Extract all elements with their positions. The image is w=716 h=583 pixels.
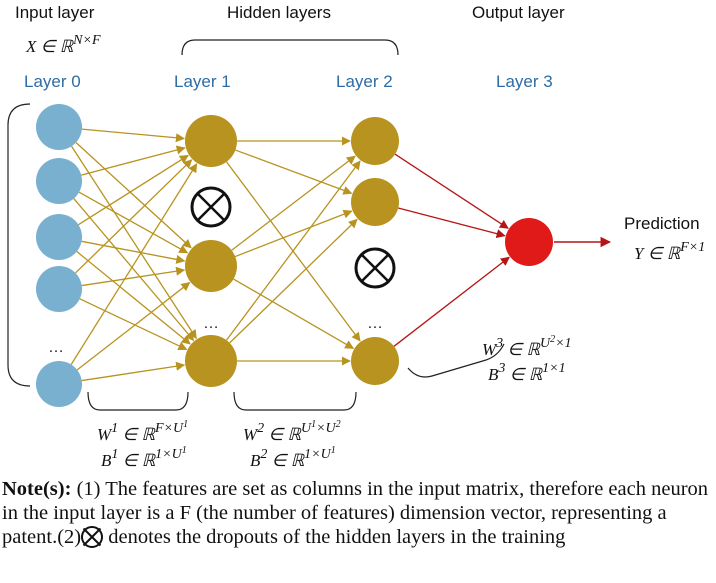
hidden-neuron-layer2 <box>351 178 399 226</box>
connection-edge <box>394 153 509 229</box>
connection-edge <box>235 149 353 195</box>
hidden-neuron-layer1 <box>185 335 237 387</box>
hidden-neuron-layer2 <box>351 117 399 165</box>
connection-edge <box>234 209 353 258</box>
b2-notation: B2 ∈ ℝ1×U1 <box>250 445 336 470</box>
connection-edge <box>231 155 356 251</box>
edges-layer1-layer2 <box>226 136 361 366</box>
connection-edge <box>75 142 192 249</box>
diagram-svg: Input layer Hidden layers Output layer X… <box>7 3 705 470</box>
edges-layer2-output <box>393 153 510 347</box>
b1-notation: B1 ∈ ℝ1×U1 <box>101 445 187 470</box>
dropout-icon <box>81 526 104 548</box>
connection-edge <box>226 160 361 341</box>
connection-edge <box>76 281 191 371</box>
input-layer-title: Input layer <box>15 3 95 22</box>
weights-brace-1 <box>87 391 189 411</box>
note-paragraph: Note(s): (1) The features are set as col… <box>2 477 714 549</box>
w2-notation: W2 ∈ ℝU1×U2 <box>243 419 341 444</box>
output-layer-title: Output layer <box>472 3 565 22</box>
input-neuron <box>36 104 82 150</box>
layer-label-0: Layer 0 <box>24 72 81 91</box>
dropout-icon <box>354 247 396 289</box>
weights-brace-3 <box>407 343 505 378</box>
hidden-neuron-layer2 <box>351 337 399 385</box>
w1-notation: W1 ∈ ℝF×U1 <box>97 419 188 444</box>
connection-edge <box>229 218 358 344</box>
note-text-after: denotes the dropouts of the hidden layer… <box>108 526 566 548</box>
connection-edge <box>233 278 355 350</box>
edges-layer0-layer1 <box>70 128 198 382</box>
connection-edge <box>81 266 186 287</box>
connection-edge <box>81 128 186 143</box>
input-matrix-notation: X ∈ ℝN×F <box>25 33 101 56</box>
connection-edge <box>70 163 198 365</box>
connection-edge <box>81 361 186 382</box>
input-bracket <box>7 103 31 387</box>
b3-notation: B3 ∈ ℝ1×1 <box>488 361 566 384</box>
prediction-label: Prediction <box>624 214 700 233</box>
connection-edge <box>393 256 510 347</box>
connection-edge <box>398 207 506 239</box>
layer-label-3: Layer 3 <box>496 72 553 91</box>
connection-edge <box>70 145 197 340</box>
connection-edge <box>81 240 186 264</box>
ellipsis-layer0: … <box>48 339 64 356</box>
hidden-neuron-layer1 <box>185 115 237 167</box>
connection-edge <box>81 145 186 176</box>
input-neuron <box>36 266 82 312</box>
hidden-layers-title: Hidden layers <box>227 3 331 22</box>
weights-brace-2 <box>233 391 357 411</box>
ellipsis-layer1: … <box>203 315 219 332</box>
note-text-before: (1) The features are set as columns in t… <box>2 478 709 548</box>
hidden-layers-brace <box>181 39 399 56</box>
connection-edge <box>73 198 195 342</box>
connection-edge <box>79 298 188 351</box>
hidden-neuron-layer1 <box>185 240 237 292</box>
w3-notation: W3 ∈ ℝU2×1 <box>482 334 572 359</box>
connection-edge <box>78 191 189 254</box>
ellipsis-layer2: … <box>367 315 383 332</box>
connection-edge <box>75 159 193 274</box>
input-neuron <box>36 361 82 407</box>
output-neuron <box>505 218 553 266</box>
layer-label-1: Layer 1 <box>174 72 231 91</box>
connection-edge <box>76 251 191 345</box>
note-label: Note(s): <box>2 478 72 500</box>
dropout-icon <box>190 186 232 228</box>
layer-label-2: Layer 2 <box>336 72 393 91</box>
connection-edge <box>78 154 189 226</box>
input-neuron <box>36 158 82 204</box>
output-notation: Y ∈ ℝF×1 <box>634 240 705 263</box>
input-neuron <box>36 214 82 260</box>
network-nodes <box>36 104 553 407</box>
